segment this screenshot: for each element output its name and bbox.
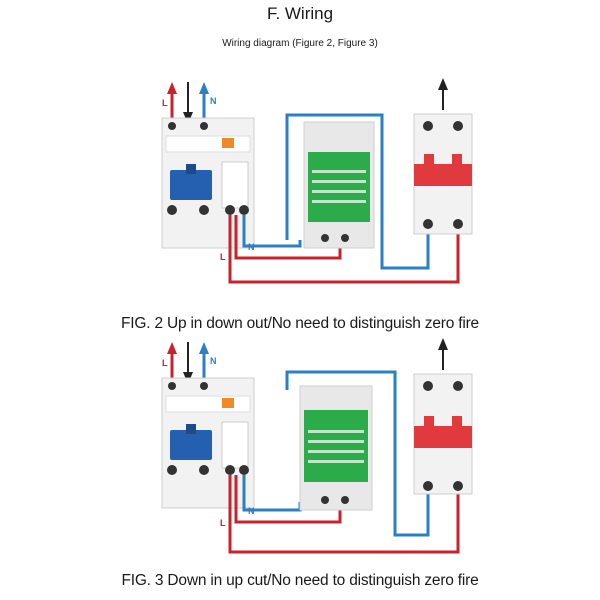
page-subtitle: Wiring diagram (Figure 2, Figure 3): [222, 38, 378, 49]
output-breaker: [413, 78, 473, 235]
figure-2-caption: FIG. 2 Up in down out/No need to disting…: [121, 315, 479, 332]
neutral-out-label: N: [248, 506, 255, 516]
protection-module: [299, 385, 373, 511]
live-out-label: L: [220, 252, 226, 262]
wiring-diagram-fig2: L N N L: [161, 78, 473, 284]
figure-3-caption: FIG. 3 Down in up cut/No need to disting…: [121, 572, 479, 589]
neutral-label: N: [210, 356, 217, 366]
page-title: F. Wiring: [266, 4, 334, 23]
wires: N L: [220, 113, 460, 284]
wiring-diagram-fig3: L N N L: [161, 338, 473, 554]
live-label: L: [162, 98, 168, 108]
neutral-label: N: [210, 96, 217, 106]
output-breaker: [413, 338, 473, 495]
rcbo-breaker: [161, 377, 255, 509]
live-out-label: L: [220, 518, 226, 528]
rcbo-breaker: [161, 117, 255, 249]
protection-module: [303, 121, 375, 249]
neutral-out-label: N: [248, 242, 255, 252]
live-label: L: [162, 358, 168, 368]
